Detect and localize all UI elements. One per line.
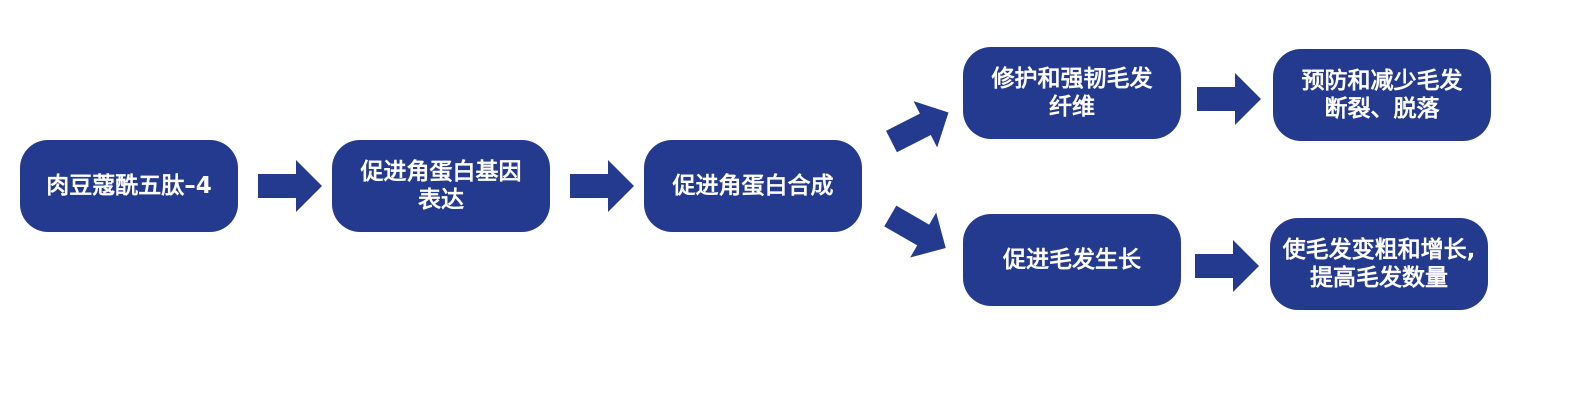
flow-arrow-down-right-icon [884, 205, 946, 258]
node-label-line: 预防和减少毛发 [1301, 68, 1463, 94]
flow-arrow-right-icon [1197, 73, 1261, 125]
node-myristoyl-pentapeptide-4: 肉豆蔻酰五肽–4 [20, 140, 238, 232]
node-label-line: 修护和强韧毛发 [991, 66, 1153, 92]
node-label-line: 促进角蛋白基因 [360, 159, 522, 185]
node-prevent-breakage: 预防和减少毛发 断裂、脱落 [1273, 49, 1491, 141]
node-keratin-synthesis: 促进角蛋白合成 [644, 140, 862, 232]
node-keratin-gene-expression: 促进角蛋白基因 表达 [332, 140, 550, 232]
node-label-line: 使毛发变粗和增长, [1282, 237, 1476, 263]
node-label-line: 断裂、脱落 [1324, 96, 1440, 122]
node-label-line: 肉豆蔻酰五肽–4 [46, 173, 212, 199]
node-label-line: 促进角蛋白合成 [672, 173, 834, 199]
node-repair-strengthen-fiber: 修护和强韧毛发 纤维 [963, 47, 1181, 139]
node-promote-hair-growth: 促进毛发生长 [963, 214, 1181, 306]
flow-arrow-right-icon [1195, 240, 1259, 292]
node-label-line: 纤维 [1049, 94, 1095, 120]
node-thicker-longer-hair: 使毛发变粗和增长, 提高毛发数量 [1270, 218, 1488, 310]
flow-arrow-right-icon [570, 160, 634, 212]
flow-arrow-up-right-icon [886, 101, 949, 153]
node-label-line: 促进毛发生长 [1003, 247, 1141, 273]
node-label-line: 表达 [418, 187, 464, 213]
node-label-line: 提高毛发数量 [1310, 265, 1448, 291]
flow-arrow-right-icon [258, 160, 322, 212]
